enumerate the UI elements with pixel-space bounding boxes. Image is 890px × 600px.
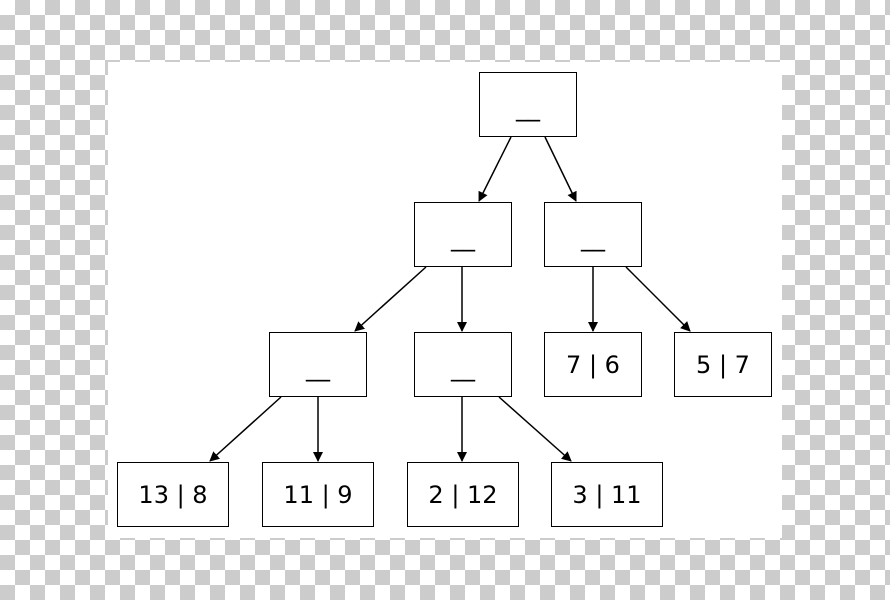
tree-node-left-right: __ bbox=[414, 332, 512, 397]
node-label: __ bbox=[306, 354, 330, 383]
leaf-label: 7 | 6 bbox=[566, 350, 620, 379]
leaf-label: 5 | 7 bbox=[696, 350, 750, 379]
tree-leaf-3-11: 3 | 11 bbox=[551, 462, 663, 527]
leaf-label: 2 | 12 bbox=[428, 480, 498, 509]
tree-leaf-7-6: 7 | 6 bbox=[544, 332, 642, 397]
edge-n_left-to-n_left_left bbox=[354, 266, 427, 332]
tree-leaf-13-8: 13 | 8 bbox=[117, 462, 229, 527]
tree-leaf-2-12: 2 | 12 bbox=[407, 462, 519, 527]
tree-leaf-11-9: 11 | 9 bbox=[262, 462, 374, 527]
node-label: __ bbox=[581, 224, 605, 253]
node-label: __ bbox=[451, 354, 475, 383]
leaf-label: 3 | 11 bbox=[572, 480, 642, 509]
diagram-canvas bbox=[108, 62, 782, 538]
edge-n_left_right-to-leaf_3_11 bbox=[498, 396, 572, 462]
edge-root-to-n_left bbox=[478, 136, 512, 202]
edge-n_right-to-leaf_5_7 bbox=[625, 266, 691, 332]
tree-leaf-5-7: 5 | 7 bbox=[674, 332, 772, 397]
edge-n_left_left-to-leaf_13_8 bbox=[209, 396, 282, 462]
leaf-label: 13 | 8 bbox=[138, 480, 208, 509]
tree-node-right: __ bbox=[544, 202, 642, 267]
tree-node-left: __ bbox=[414, 202, 512, 267]
node-label: __ bbox=[451, 224, 475, 253]
tree-node-root: __ bbox=[479, 72, 577, 137]
edge-root-to-n_right bbox=[544, 136, 577, 202]
tree-node-left-left: __ bbox=[269, 332, 367, 397]
leaf-label: 11 | 9 bbox=[283, 480, 353, 509]
node-label: __ bbox=[516, 94, 540, 123]
